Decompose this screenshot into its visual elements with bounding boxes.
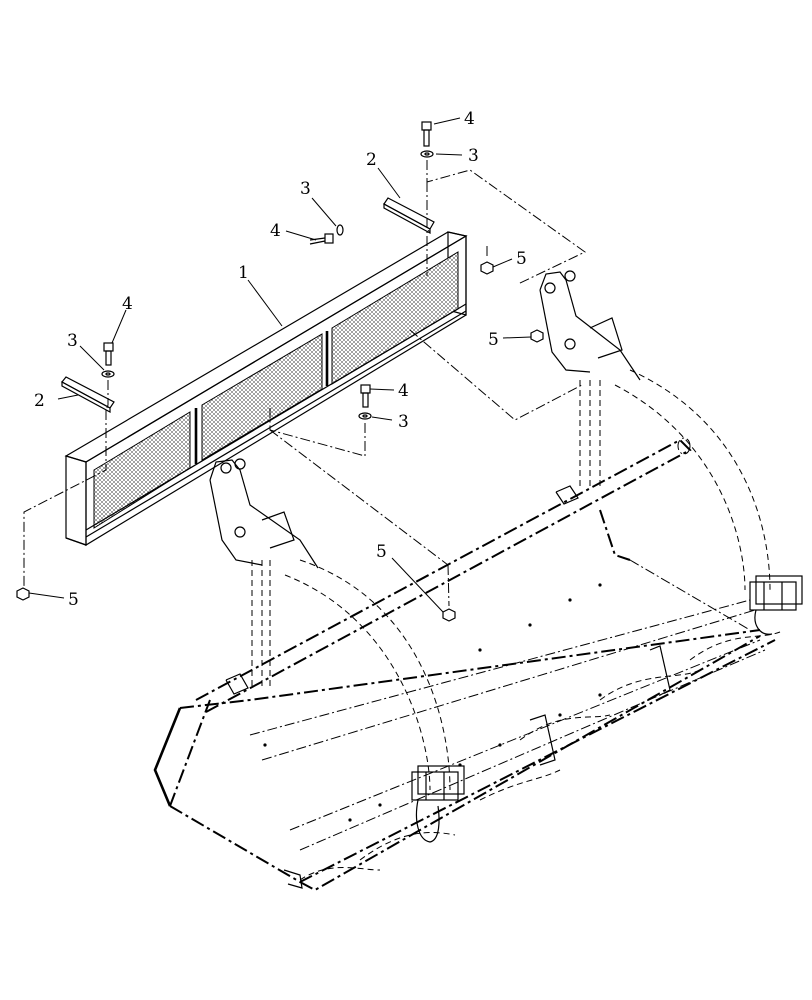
callout-part-4-left: 4	[122, 294, 133, 314]
bolt-left-upper	[309, 233, 334, 245]
callout-part-3-left: 3	[67, 331, 78, 351]
bracket-lower	[61, 376, 115, 414]
nuts	[16, 261, 544, 622]
callout-part-4-top: 4	[464, 109, 475, 129]
leader-lines	[28, 117, 532, 613]
grille-panel	[64, 231, 468, 547]
callout-part-3-top: 3	[468, 146, 479, 166]
callout-part-5-right: 5	[488, 330, 499, 350]
bolt-top	[421, 121, 432, 147]
tine-housing-front	[411, 765, 465, 843]
bolt-left	[103, 342, 114, 366]
callout-part-5-center: 5	[376, 542, 387, 562]
callout-part-2-upper: 2	[366, 150, 377, 170]
washers	[101, 150, 434, 420]
callout-part-5-left: 5	[68, 590, 79, 610]
callout-part-2-lower: 2	[34, 391, 45, 411]
callout-part-3-middle: 3	[398, 412, 409, 432]
tine-hooks	[283, 631, 781, 889]
bolt-middle	[360, 384, 371, 408]
bracket-upper	[383, 197, 435, 235]
callout-labels: 1 2 2 3 3 3 3 4 4 4 4 5 5 5 5	[34, 109, 527, 610]
callout-part-5-upper-right: 5	[516, 249, 527, 269]
loader-bucket	[153, 437, 776, 892]
callout-part-4-upper: 4	[270, 221, 281, 241]
assembly-lines	[23, 160, 586, 607]
callout-part-4-middle: 4	[398, 381, 409, 401]
upright-left	[209, 458, 451, 791]
tine-housing-right	[749, 575, 803, 635]
upright-right	[539, 270, 771, 591]
callout-part-1: 1	[238, 263, 249, 283]
callout-part-3-upper: 3	[300, 179, 311, 199]
